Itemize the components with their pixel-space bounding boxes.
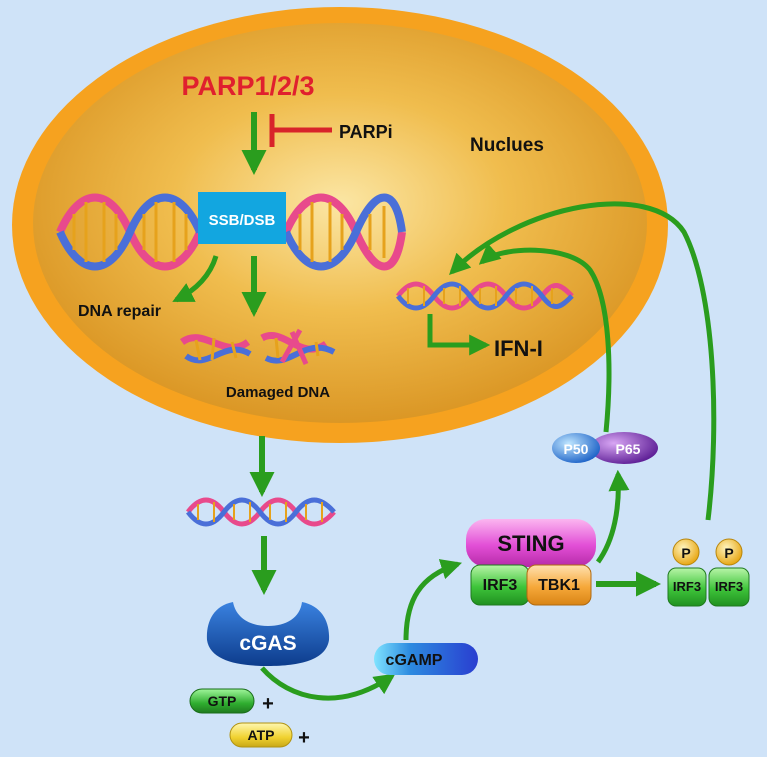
phospho-label: P [724,545,733,561]
atp-pill [229,722,293,748]
nucleus-interior [33,23,647,423]
sting-protein [466,519,596,567]
ifn-gene-dna [396,281,574,311]
phospho-icon [672,538,700,566]
irf3-phosphorylated-label: IRF3 [673,579,701,594]
irf3-phosphorylated [708,567,750,607]
arrow-cgas-to-cgamp [260,666,396,701]
dna-repair-label: DNA repair [78,303,161,320]
cgamp-label: cGAMP [386,652,443,669]
cytosolic-dna [186,497,336,527]
gtp-label: GTP [208,693,237,709]
arrow-irf3-to-ifn-gene [449,201,717,521]
irf3-phosphorylated [667,567,707,607]
p50-protein [552,433,600,463]
arrow-to-dna-repair [172,255,219,303]
phospho-icon [715,538,743,566]
p65-protein [590,432,658,464]
ifn-label: IFN-I [494,336,543,361]
arrow-nfkb-to-ifn-gene [478,243,612,433]
damaged-dna-fragments [179,328,336,366]
sting-label: STING [497,531,564,556]
tbk1-label: TBK1 [538,577,580,594]
nucleus-label: Nuclues [470,135,544,156]
cgamp-pill [374,643,478,675]
arrow-to-ifn [427,314,491,356]
atp-plus: + [298,727,310,749]
parpi-label: PARPi [339,122,393,142]
gtp-pill [189,688,255,714]
irf3-bound-label: IRF3 [483,577,518,594]
dna-helix-broken [56,193,406,271]
parp-label: PARP1/2/3 [181,71,314,101]
ssb-dsb-label: SSB/DSB [209,212,276,229]
irf3-phosphorylated-label: IRF3 [715,579,743,594]
p65-label: P65 [616,441,641,457]
atp-label: ATP [248,727,275,743]
arrow-sting-to-nfkb [595,469,630,564]
cgas-protein [206,602,330,666]
gtp-plus: + [262,693,274,715]
ssb-dsb-box [198,192,286,244]
cgas-label: cGAS [239,632,296,655]
arrow-cgamp-to-sting [403,559,463,641]
tbk1-protein [526,564,592,606]
p50-label: P50 [564,441,589,457]
damaged-dna-label: Damaged DNA [226,384,330,401]
phospho-label: P [681,545,690,561]
